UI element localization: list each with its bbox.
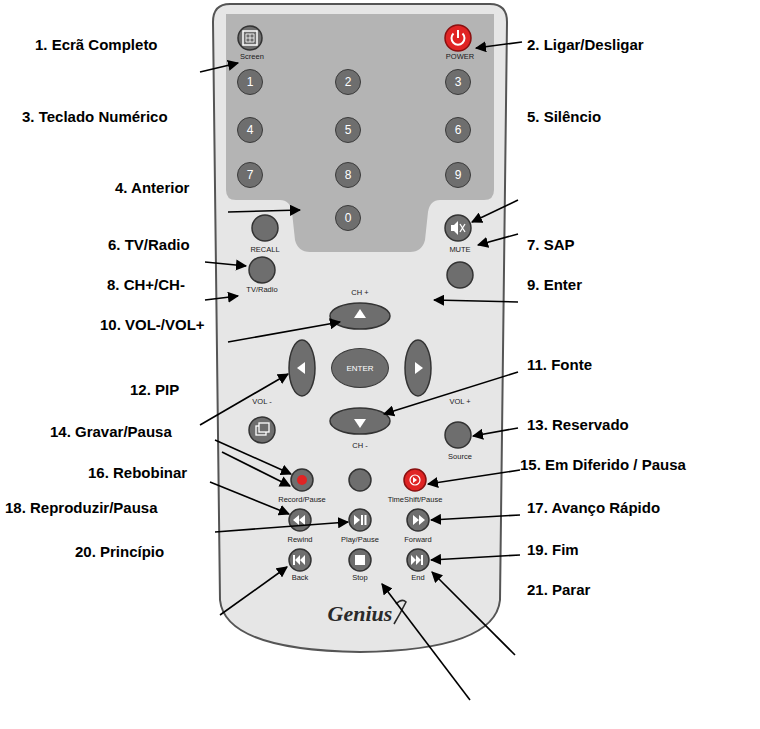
leader-lines [200, 42, 522, 700]
button-label: 0 [345, 211, 352, 225]
number-button: 5 [335, 117, 361, 143]
pip-button [249, 417, 275, 443]
callout-label: 7. SAP [527, 236, 575, 254]
number-button: 2 [335, 69, 361, 95]
screen-button [238, 26, 262, 50]
timeshift-button [404, 469, 426, 491]
callout-label: 8. CH+/CH- [107, 276, 185, 294]
callout-label: 16. Rebobinar [88, 464, 187, 482]
mute-button [445, 215, 471, 241]
button-legend: Stop [352, 574, 367, 582]
button-legend: VOL + [449, 398, 470, 406]
number-button: 9 [445, 162, 471, 188]
button-label: 5 [345, 123, 352, 137]
dpad [289, 303, 431, 434]
source-button [445, 422, 471, 448]
callout-label: 13. Reservado [527, 416, 629, 434]
callout-label: 14. Gravar/Pausa [50, 423, 172, 441]
enter-button: ENTER [331, 348, 389, 388]
button-legend: TV/Radio [246, 286, 277, 294]
button-legend: Source [448, 453, 472, 461]
callout-label: 4. Anterior [115, 179, 189, 197]
button-legend: MUTE [449, 246, 470, 254]
button-legend: Record/Pause [278, 496, 326, 504]
callout-label: 3. Teclado Numérico [22, 108, 168, 126]
number-button: 0 [335, 205, 361, 231]
button-label: ENTER [346, 364, 373, 373]
callout-label: 18. Reproduzir/Pausa [5, 499, 158, 517]
callout-label: 15. Em Diferido / Pausa [520, 456, 686, 474]
brand-logo: Genius [328, 602, 393, 626]
power-button [445, 25, 471, 51]
button-legend: End [411, 574, 424, 582]
button-legend: CH - [352, 442, 367, 450]
button-label: 1 [247, 75, 254, 89]
button-legend: VOL - [252, 398, 271, 406]
button-legend: TimeShift/Pause [388, 496, 443, 504]
button-legend: Rewind [287, 536, 312, 544]
button-legend: RECALL [250, 246, 279, 254]
remote-body [213, 4, 507, 652]
callout-label: 6. TV/Radio [108, 236, 190, 254]
callout-label: 1. Ecrã Completo [35, 36, 158, 54]
number-button: 8 [335, 162, 361, 188]
button-label: 9 [455, 168, 462, 182]
callout-label: 19. Fim [527, 541, 579, 559]
number-button: 6 [445, 117, 471, 143]
reserved-button [349, 469, 371, 491]
button-label: 3 [455, 75, 462, 89]
callout-label: 11. Fonte [527, 356, 592, 374]
callout-label: 2. Ligar/Desligar [527, 36, 644, 54]
number-button: 3 [445, 69, 471, 95]
callout-label: 5. Silêncio [527, 108, 601, 126]
button-legend: POWER [446, 53, 474, 61]
number-button: 4 [237, 117, 263, 143]
sap-button [447, 262, 473, 288]
recall-button [252, 215, 278, 241]
button-legend: Back [292, 574, 309, 582]
callout-label: 20. Princípio [75, 543, 164, 561]
record-button [291, 469, 313, 491]
number-button: 1 [237, 69, 263, 95]
callout-label: 17. Avanço Rápido [527, 499, 660, 517]
button-label: 6 [455, 123, 462, 137]
button-label: 7 [247, 168, 254, 182]
callout-label: 21. Parar [527, 581, 590, 599]
button-legend: Screen [240, 53, 264, 61]
callout-label: 12. PIP [130, 381, 179, 399]
button-label: 8 [345, 168, 352, 182]
callout-label: 9. Enter [527, 276, 582, 294]
button-legend: CH + [351, 289, 368, 297]
callout-label: 10. VOL-/VOL+ [100, 316, 205, 334]
button-label: 4 [247, 123, 254, 137]
number-button: 7 [237, 162, 263, 188]
button-legend: Forward [404, 536, 432, 544]
button-legend: Play/Pause [341, 536, 379, 544]
tv-radio-button [249, 257, 275, 283]
button-label: 2 [345, 75, 352, 89]
keypad-panel [226, 14, 494, 252]
